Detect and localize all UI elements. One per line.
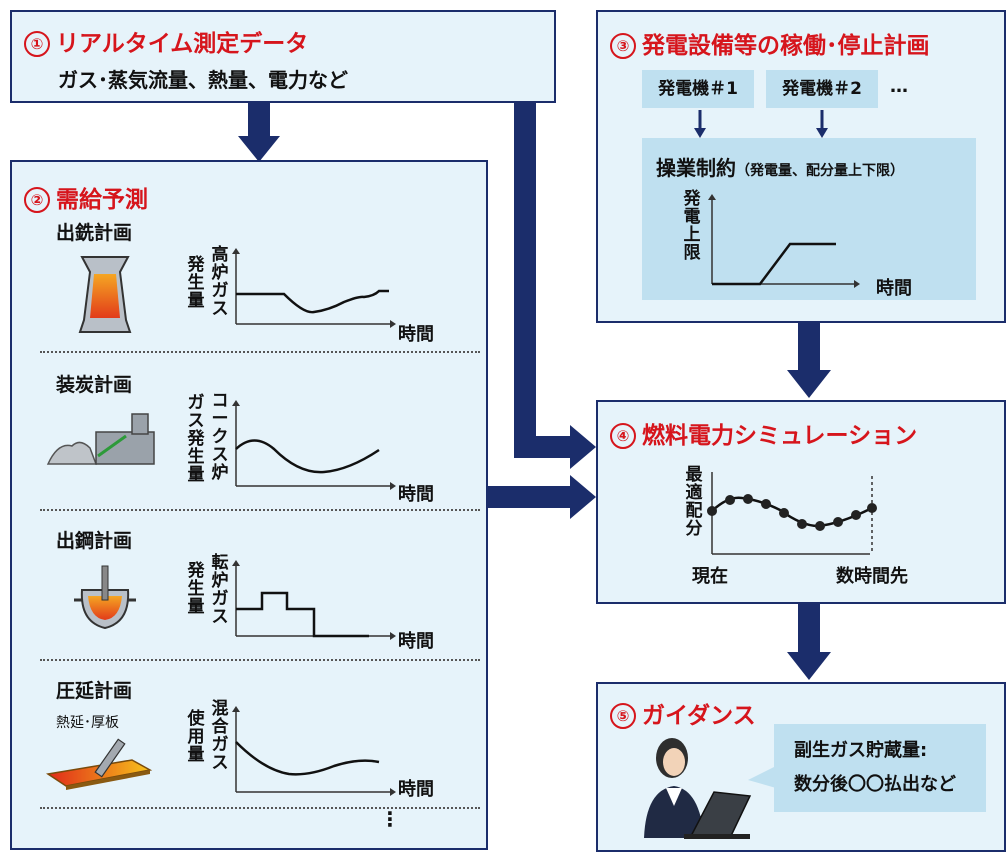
operating-constraints-panel — [642, 138, 976, 300]
constraint-note: （発電量、配分量上下限） — [736, 163, 904, 179]
simulation-end-label: 数時間先 — [836, 566, 908, 587]
guidance-line-1: 副生ガス貯蔵量: — [794, 740, 928, 761]
optimal-allocation-ylabel: 最適配分 — [685, 465, 703, 539]
section4-xlabel: 時間 — [398, 779, 434, 800]
arrow-1-to-2-shaft — [248, 103, 270, 139]
section-divider — [40, 807, 480, 809]
arrow-1-to-4-head — [570, 425, 596, 469]
chart-mixed-gas-usage — [232, 706, 396, 796]
arrow-1-to-2-head — [238, 136, 280, 162]
box1-number: ① — [24, 31, 50, 57]
box4-title-text: 燃料電力シミュレーション — [642, 423, 918, 449]
section-name-tapping: 出銑計画 — [56, 222, 133, 244]
arrow-1-to-4-vertical — [514, 103, 536, 453]
constraint-title: 操業制約 — [656, 156, 736, 180]
converter-icon — [74, 565, 136, 630]
section3-ylabel-b: 発生量 — [187, 561, 205, 617]
arrow-4-to-5-head — [787, 652, 831, 680]
section4-ylabel-a: 混合ガス — [211, 699, 229, 773]
constraint-heading: 操業制約（発電量、配分量上下限） — [656, 152, 904, 181]
box5-title-text: ガイダンス — [642, 703, 756, 729]
rolling-mill-icon — [46, 738, 153, 790]
box3-title-text: 発電設備等の稼働･停止計画 — [642, 33, 930, 59]
section-name-rolling: 圧延計画 — [56, 680, 133, 702]
simulation-start-label: 現在 — [692, 566, 728, 587]
arrow-1-to-4-horizontal — [514, 436, 574, 458]
chart-generation-limit — [708, 194, 860, 288]
section1-xlabel: 時間 — [398, 324, 434, 345]
generators-ellipsis: … — [890, 76, 908, 97]
arrow-2-to-4-head — [570, 475, 596, 519]
arrow-3-to-4-head — [787, 370, 831, 398]
box1-title-text: リアルタイム測定データ — [56, 31, 309, 57]
arrow-3-to-4-shaft — [798, 323, 820, 373]
section4-ylabel-b: 使用量 — [187, 709, 205, 765]
chart-converter-gas — [232, 560, 396, 640]
section-divider — [40, 351, 480, 353]
guidance-speech-bubble — [774, 724, 986, 812]
section3-ylabel-a: 転炉ガス — [211, 553, 229, 627]
guidance-line-2: 数分後〇〇払出など — [794, 774, 956, 795]
more-indicator: ⋮ — [380, 807, 400, 831]
blast-furnace-icon — [78, 256, 132, 333]
section2-ylabel-a: コークス炉 — [211, 391, 229, 483]
speech-bubble-tail — [748, 766, 776, 788]
section-divider — [40, 659, 480, 661]
section1-ylabel-b: 発生量 — [187, 255, 205, 311]
box4-number: ④ — [610, 423, 636, 449]
generation-upper-limit-ylabel: 発電上限 — [683, 189, 701, 263]
box1-subtitle: ガス･蒸気流量、熱量、電力など — [58, 68, 348, 92]
section4-sublabel: 熱延･厚板 — [56, 715, 119, 731]
section3-xlabel: 時間 — [398, 631, 434, 652]
generator-1-tag: 発電機＃1 — [642, 70, 754, 108]
coke-oven-icon — [46, 413, 155, 465]
arrow-2-to-4-shaft — [488, 486, 572, 508]
box2-title-text: 需給予測 — [56, 187, 148, 213]
section-divider — [40, 509, 480, 511]
section2-xlabel: 時間 — [398, 484, 434, 505]
generation-limit-xlabel: 時間 — [876, 278, 912, 299]
generator-2-tag: 発電機＃2 — [766, 70, 878, 108]
section2-ylabel-b: ガス発生量 — [187, 393, 205, 485]
box5-number: ⑤ — [610, 703, 636, 729]
section-name-charging: 装炭計画 — [56, 374, 133, 396]
chart-blast-furnace-gas — [232, 248, 396, 328]
chart-optimal-allocation — [707, 472, 877, 555]
section1-ylabel-a: 高炉ガス — [211, 245, 229, 319]
box2-number: ② — [24, 187, 50, 213]
arrow-4-to-5-shaft — [798, 604, 820, 654]
generator-arrows — [694, 110, 828, 138]
section-name-steel-tapping: 出鋼計画 — [56, 530, 133, 552]
chart-coke-oven-gas — [232, 400, 396, 490]
box3-number: ③ — [610, 33, 636, 59]
